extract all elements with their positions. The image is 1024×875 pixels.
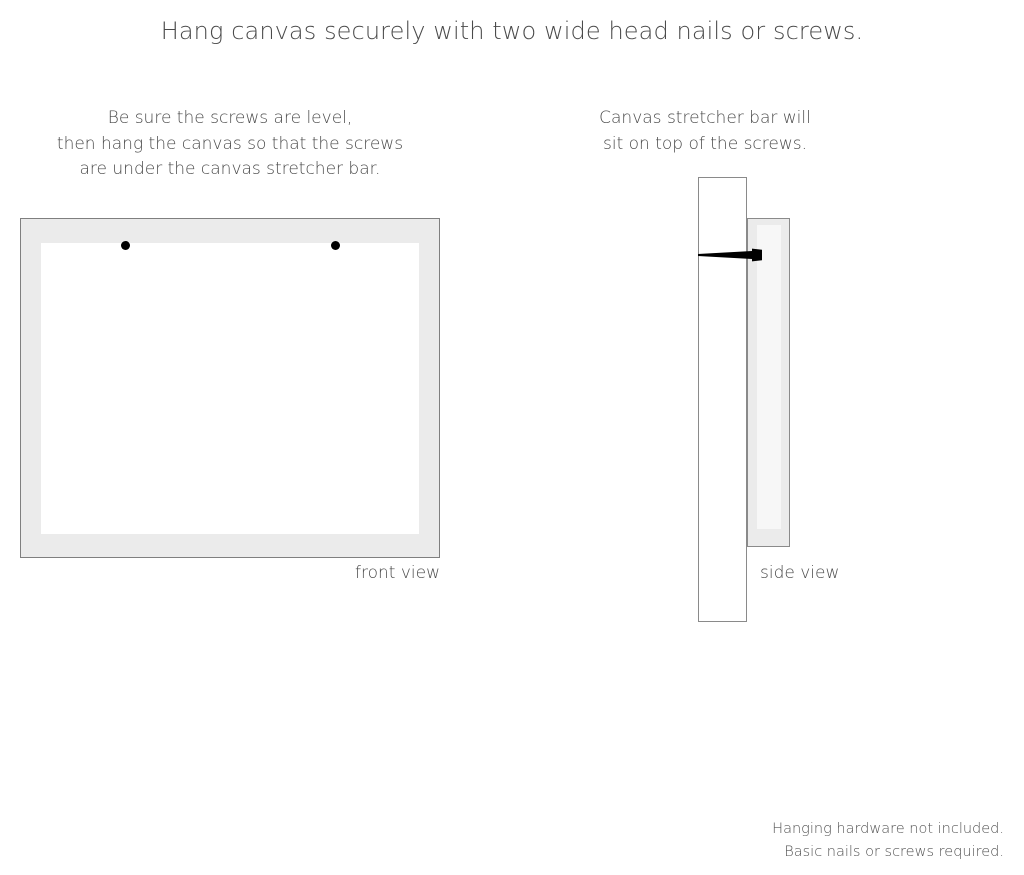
canvas-stretcher-bar-edge bbox=[747, 218, 790, 547]
front-view-caption: Be sure the screws are level, then hang … bbox=[20, 106, 440, 183]
footer-line-2: Basic nails or screws required. bbox=[784, 844, 1004, 860]
front-view-caption-line-2: then hang the canvas so that the screws bbox=[56, 133, 404, 154]
screw-head-dot-left bbox=[121, 241, 130, 250]
side-view-caption-line-2: sit on top of the screws. bbox=[602, 133, 808, 154]
canvas-face-front bbox=[41, 243, 419, 534]
front-view-label: front view bbox=[355, 563, 440, 583]
footer-line-1: Hanging hardware not included. bbox=[772, 821, 1004, 837]
wall-surface-strip bbox=[698, 177, 747, 622]
side-view-diagram bbox=[690, 170, 810, 630]
page-title: Hang canvas securely with two wide head … bbox=[160, 17, 864, 45]
screw-profile-icon bbox=[698, 248, 762, 262]
front-view-canvas-diagram bbox=[20, 218, 440, 558]
side-view-label: side view bbox=[760, 563, 840, 583]
footer-disclaimer: Hanging hardware not included. Basic nai… bbox=[772, 818, 1004, 864]
side-view-caption-line-1: Canvas stretcher bar will bbox=[599, 108, 811, 128]
front-view-caption-line-1: Be sure the screws are level, bbox=[107, 108, 353, 128]
side-view-caption: Canvas stretcher bar will sit on top of … bbox=[560, 106, 850, 157]
screw-head-dot-right bbox=[331, 241, 340, 250]
front-view-caption-line-3: are under the canvas stretcher bar. bbox=[79, 159, 381, 179]
canvas-stretcher-bar-inner bbox=[757, 225, 781, 529]
